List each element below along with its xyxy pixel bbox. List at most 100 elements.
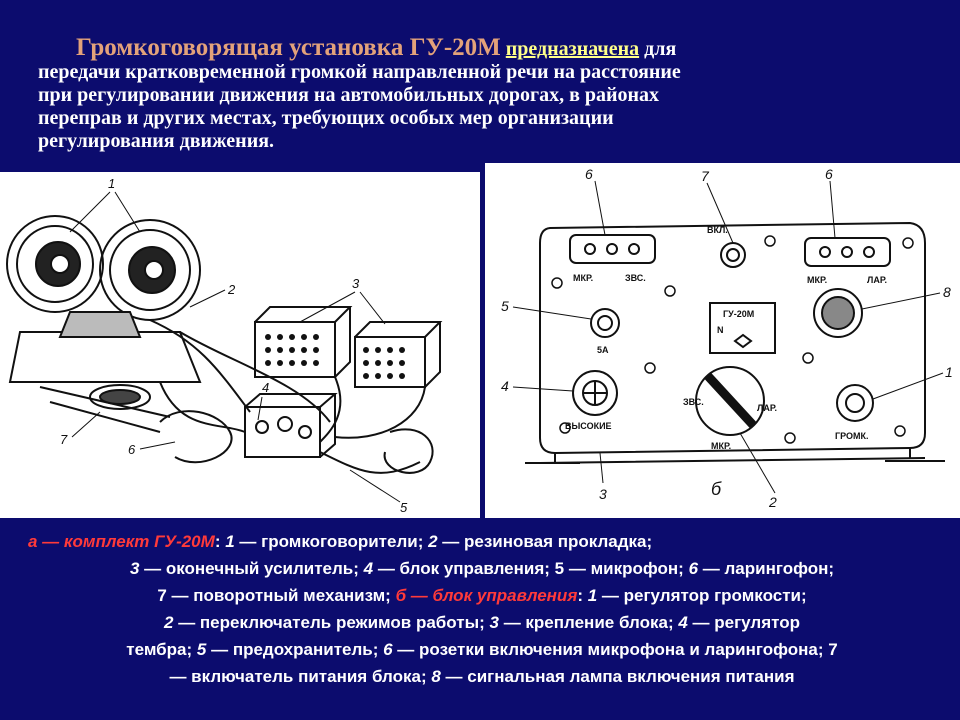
intro-keyword: предназначена [505, 38, 640, 60]
amplifier-box-1 [254, 306, 353, 378]
caption-text: — оконечный усилитель; [139, 559, 364, 578]
cables-lines [149, 319, 426, 474]
caption-num: 4 [363, 559, 374, 578]
label-lar-mid: ЛАР. [757, 403, 777, 413]
callout-a-1: 1 [108, 176, 115, 191]
figure-b-control-unit: 6 7 6 5 8 4 1 3 2 б МКР. ЗВС. ВКЛ. МКР. … [485, 163, 960, 518]
callout-a-2: 2 [227, 282, 236, 297]
intro-title: Громкоговорящая установка ГУ-20М [76, 34, 501, 61]
caption-num: 1 [225, 532, 235, 551]
figure-b-drawing: 6 7 6 5 8 4 1 3 2 б МКР. ЗВС. ВКЛ. МКР. … [501, 166, 953, 510]
label-zvs-left: ЗВС. [625, 273, 646, 283]
intro-line-1: Громкоговорящая установка ГУ-20М предназ… [38, 34, 938, 61]
timbre-knob-icon [572, 370, 618, 416]
caption-text: : [214, 532, 226, 551]
control-unit-icon [244, 393, 338, 458]
intro-line-5: регулирования движения. [38, 130, 275, 152]
caption-num: 6 [688, 559, 699, 578]
callout-a-3: 3 [352, 276, 360, 291]
caption-text: — резиновая прокладка; [437, 532, 653, 551]
caption-num: 3 [129, 559, 140, 578]
caption-line-6: — включатель питания блока; 8 — сигнальн… [12, 663, 952, 690]
label-vkl: ВКЛ. [707, 225, 728, 235]
nameplate [709, 302, 776, 354]
callout-b-4: 4 [501, 378, 509, 394]
caption-line-4: 2 — переключатель режимов работы; 3 — кр… [12, 609, 952, 636]
caption-text: — ларингофон; [698, 559, 835, 578]
intro-line-1-rest: для [639, 38, 677, 60]
caption-text: — сигнальная лампа включения питания [440, 667, 795, 686]
caption-num: 2 [428, 532, 438, 551]
mode-switch-icon [695, 366, 765, 436]
callout-b-6-right: 6 [825, 166, 833, 182]
label-vysokie: ВЫСОКИЕ [565, 421, 612, 431]
intro-text: Громкоговорящая установка ГУ-20М предназ… [38, 34, 938, 153]
label-mkr-left: МКР. [573, 273, 593, 283]
caption-text: — переключатель режимов работы; [173, 613, 490, 632]
intro-line-3: при регулировании движения на автомобиль… [38, 84, 660, 106]
intro-line-2: передачи кратковременной громкой направл… [38, 61, 681, 83]
callout-a-5: 5 [400, 500, 408, 515]
callout-a-4: 4 [262, 380, 269, 395]
intro-line-4: переправ и других местах, требующих особ… [38, 107, 614, 129]
label-plate-title: ГУ-20М [723, 309, 754, 319]
signal-lamp-icon [813, 288, 863, 338]
fuse-icon [590, 308, 620, 338]
callout-b-5: 5 [501, 298, 509, 314]
caption-part-a: а — комплект ГУ-20М [28, 532, 215, 551]
caption-num: 2 [164, 613, 174, 632]
label-mkr-mid: МКР. [711, 441, 731, 451]
callout-b-2: 2 [768, 494, 777, 510]
callout-a-6: 6 [128, 442, 136, 457]
caption-line-3: 7 — поворотный механизм; б — блок управл… [12, 582, 952, 609]
label-gromk: ГРОМК. [835, 431, 868, 441]
caption-num: 8 [431, 667, 441, 686]
caption-text: 7 — поворотный механизм; [157, 586, 396, 605]
socket-panel-right [804, 237, 891, 267]
callout-b-1: 1 [945, 364, 953, 380]
callout-b-8: 8 [943, 284, 951, 300]
callout-a-7: 7 [60, 432, 68, 447]
caption-line-5: тембра; 5 — предохранитель; 6 — розетки … [12, 636, 952, 663]
microphone-cable [383, 428, 434, 474]
caption-num: 3 [489, 613, 499, 632]
amplifier-box-2 [354, 321, 443, 388]
figure-a-drawing: 1 2 3 6 7 4 5 [6, 176, 443, 515]
caption-line-2: 3 — оконечный усилитель; 4 — блок управл… [12, 555, 952, 582]
base-plate [539, 448, 926, 464]
rotary-mount-shape [58, 311, 142, 338]
caption-text: — предохранитель; [206, 640, 384, 659]
caption-part-b: б — блок управления [395, 586, 578, 605]
caption-text: — розетки включения микрофона и ларингоф… [392, 640, 838, 659]
rubber-pad-shape [8, 331, 202, 383]
callout-b-3: 3 [599, 486, 607, 502]
caption-text: : [577, 586, 588, 605]
caption-num: 6 [383, 640, 393, 659]
callout-b-7: 7 [701, 168, 710, 184]
caption-text: — громкоговорители; [234, 532, 429, 551]
laryngophone-cable [159, 410, 233, 464]
caption-text: — регулятор громкости; [597, 586, 807, 605]
figure-caption: а — комплект ГУ-20М: 1 — громкоговорител… [12, 528, 952, 690]
label-lar-right: ЛАР. [867, 275, 887, 285]
loudspeaker-right-icon [99, 219, 201, 321]
label-zvs-mid: ЗВС. [683, 397, 704, 407]
screws [551, 235, 914, 444]
label-fuse: 5А [597, 345, 609, 355]
loudspeaker-left-icon [6, 215, 104, 313]
label-mkr-right: МКР. [807, 275, 827, 285]
caption-text: — крепление блока; [498, 613, 679, 632]
volume-knob-icon [836, 384, 874, 422]
figure-a-kit: 1 2 3 6 7 4 5 [0, 172, 480, 518]
label-plate-n: N [717, 325, 724, 335]
caption-num: 4 [678, 613, 688, 632]
caption-text: — блок управления; 5 — микрофон; [373, 559, 689, 578]
figure-b-letter: б [711, 479, 722, 499]
caption-num: 5 [196, 640, 207, 659]
caption-text: тембра; [126, 640, 197, 659]
caption-line-1: а — комплект ГУ-20М: 1 — громкоговорител… [12, 528, 952, 555]
mount-brackets [525, 460, 945, 464]
socket-panel-left [569, 234, 656, 264]
callout-b-6-left: 6 [585, 166, 593, 182]
